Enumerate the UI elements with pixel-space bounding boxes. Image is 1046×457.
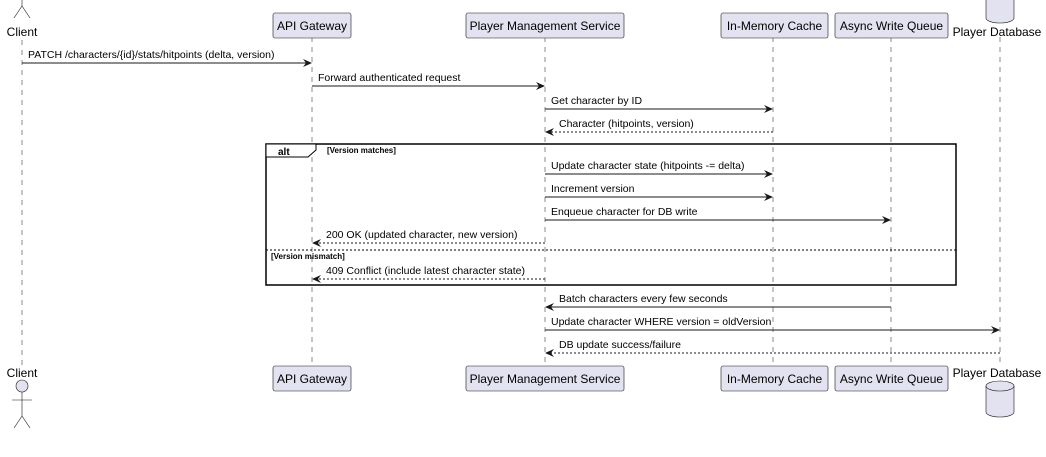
guard-version-mismatch: [Version mismatch] [271,252,345,261]
message-label: Update character WHERE version = oldVers… [551,316,771,328]
message-arrow: Get character by ID [545,95,773,113]
participant-box [272,365,352,392]
participant-box [720,365,829,392]
alt-label-tab [265,143,317,158]
message-arrow: Batch characters every few seconds [545,293,891,311]
actor-client: Client [7,0,38,39]
participant-label: Player Database [953,25,1042,39]
participant-db: Player Database [953,0,1042,39]
arrowhead-icon [991,326,1000,334]
arrowhead-icon [536,82,545,90]
participant-gateway: API Gateway [272,12,352,39]
message-label: PATCH /characters/{id}/stats/hitpoints (… [28,49,274,61]
participant-label: API Gateway [277,372,347,386]
message-label: Character (hitpoints, version) [559,118,694,130]
participant-db: Player Database [953,366,1042,418]
messages: PATCH /characters/{id}/stats/hitpoints (… [22,49,1000,357]
arrowhead-icon [545,303,554,311]
participant-queue: Async Write Queue [834,365,949,392]
participant-queue: Async Write Queue [834,12,949,39]
participant-label: Player Management Service [470,372,621,386]
message-arrow: Enqueue character for DB write [545,206,891,224]
message-label: Get character by ID [551,95,642,107]
participant-label: Player Management Service [470,19,621,33]
message-arrow: Character (hitpoints, version) [545,118,773,136]
participant-pms: Player Management Service [465,12,625,39]
database-icon [985,380,1015,418]
arrowhead-icon [764,105,773,113]
arrowhead-icon [312,275,321,283]
message-arrow: Increment version [545,183,773,201]
participant-cache: In-Memory Cache [720,12,829,39]
message-label: Increment version [551,183,635,195]
alt-label: alt [278,147,290,158]
message-label: DB update success/failure [559,339,681,351]
message-arrow: 200 OK (updated character, new version) [312,229,545,247]
message-arrow: Update character state (hitpoints -= del… [545,160,773,178]
arrowhead-icon [545,128,554,136]
participant-box [720,12,829,39]
actor-figure-icon [12,379,32,429]
alt-fragment: alt [Version matches] [Version mismatch] [265,143,957,286]
message-arrow: Forward authenticated request [312,72,545,90]
participant-label: In-Memory Cache [727,19,823,33]
message-label: 200 OK (updated character, new version) [326,229,517,241]
message-label: Batch characters every few seconds [559,293,728,305]
participant-label: Client [7,25,38,39]
participant-box [834,12,949,39]
participant-box [465,365,625,392]
participant-cache: In-Memory Cache [720,365,829,392]
participant-box [465,12,625,39]
actor-client: Client [7,366,38,429]
alt-frame [265,143,957,286]
participant-label: API Gateway [277,19,347,33]
message-label: Enqueue character for DB write [551,206,698,218]
arrowhead-icon [764,170,773,178]
database-icon [985,0,1015,24]
actor-figure-icon [13,0,31,19]
message-arrow: Update character WHERE version = oldVers… [545,316,1000,334]
message-label: Update character state (hitpoints -= del… [551,160,744,172]
lifelines [21,37,1001,367]
participant-label: Player Database [953,366,1042,380]
participant-box [272,12,352,39]
message-arrow: PATCH /characters/{id}/stats/hitpoints (… [22,49,312,67]
arrowhead-icon [764,193,773,201]
arrowhead-icon [545,349,554,357]
participant-label: Async Write Queue [840,372,943,386]
participant-label: Async Write Queue [840,19,943,33]
participant-pms: Player Management Service [465,365,625,392]
participant-gateway: API Gateway [272,365,352,392]
participant-box [834,365,949,392]
guard-version-matches: [Version matches] [327,146,396,155]
message-label: Forward authenticated request [318,72,460,84]
participant-label: In-Memory Cache [727,372,823,386]
message-label: 409 Conflict (include latest character s… [326,265,525,277]
arrowhead-icon [312,239,321,247]
participant-label: Client [7,366,38,380]
message-arrow: 409 Conflict (include latest character s… [312,265,545,283]
arrowhead-icon [882,216,891,224]
arrowhead-icon [303,59,312,67]
message-arrow: DB update success/failure [545,339,1000,357]
